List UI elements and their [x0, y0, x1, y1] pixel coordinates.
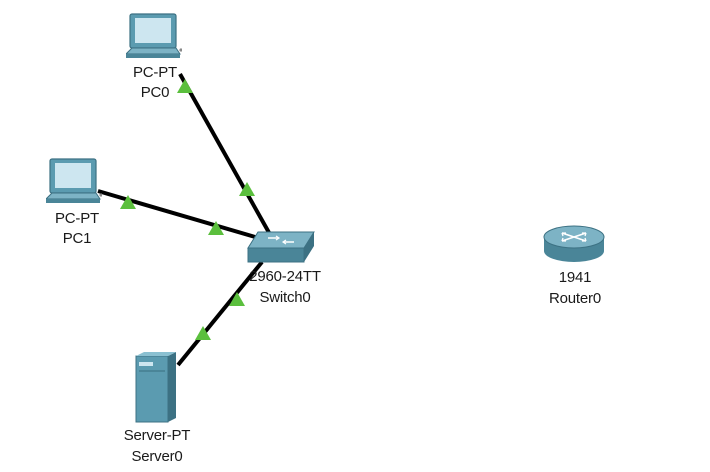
device-pc0-name-label: PC0 — [140, 84, 170, 101]
device-switch0-name-label: Switch0 — [259, 289, 311, 306]
device-server0[interactable] — [134, 352, 180, 424]
device-router0[interactable] — [542, 224, 606, 264]
link-status-indicator — [239, 182, 255, 196]
device-server0-model-label: Server-PT — [123, 427, 191, 444]
pc-icon — [44, 158, 103, 203]
device-switch0[interactable] — [246, 228, 316, 266]
device-switch0-model-label: 2960-24TT — [249, 268, 321, 285]
link-status-indicator — [195, 326, 211, 340]
link-server0-switch0[interactable] — [176, 260, 264, 367]
device-pc1-name-label: PC1 — [62, 230, 92, 247]
link-status-indicator — [208, 221, 224, 235]
router-icon — [543, 225, 605, 262]
device-server0-name-label: Server0 — [131, 448, 183, 465]
device-router0-name-label: Router0 — [549, 290, 601, 307]
link-status-indicator — [229, 292, 245, 306]
link-status-indicator — [120, 195, 136, 209]
device-pc0[interactable] — [124, 12, 183, 62]
device-pc1-model-label: PC-PT — [54, 210, 99, 227]
device-pc0-model-label: PC-PT — [132, 64, 177, 81]
server-icon — [135, 352, 176, 423]
link-pc1-switch0[interactable] — [97, 189, 263, 241]
pc-icon — [124, 13, 183, 58]
link-status-indicator — [177, 79, 193, 93]
device-router0-model-label: 1941 — [558, 269, 592, 286]
link-pc0-switch0[interactable] — [177, 73, 274, 239]
device-pc1[interactable] — [44, 157, 103, 207]
switch-icon — [247, 231, 315, 263]
